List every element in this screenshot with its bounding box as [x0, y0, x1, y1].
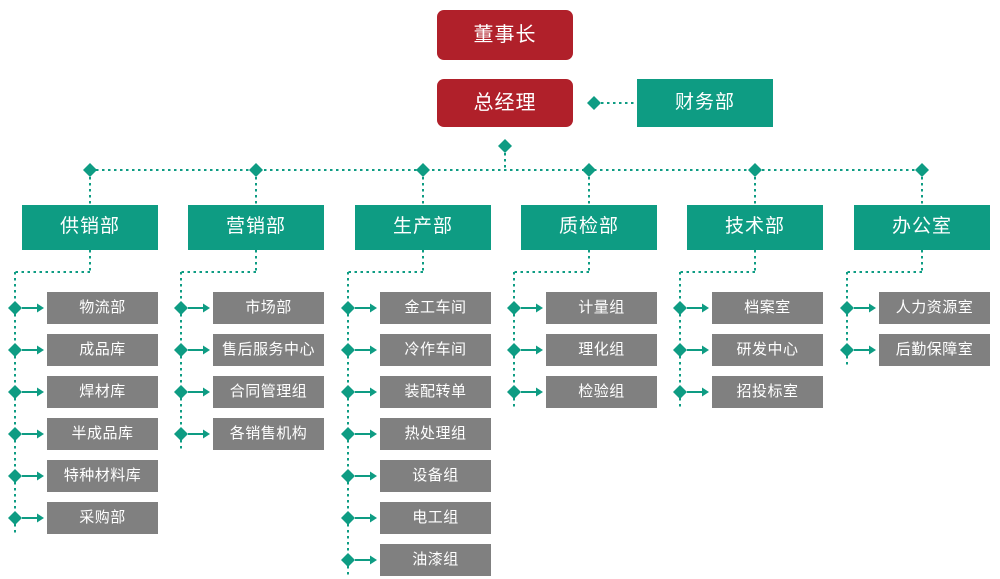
node-subitem-production-3[interactable]: 热处理组	[380, 418, 491, 450]
node-general-manager[interactable]: 总经理	[437, 79, 573, 127]
node-department-production[interactable]: 生产部	[355, 205, 491, 250]
node-subitem-production-5[interactable]: 电工组	[380, 502, 491, 534]
node-subitem-production-4[interactable]: 设备组	[380, 460, 491, 492]
node-subitem-sales-0[interactable]: 市场部	[213, 292, 324, 324]
node-subitem-supply-marketing-5[interactable]: 采购部	[47, 502, 158, 534]
node-chairman[interactable]: 董事长	[437, 10, 573, 60]
node-subitem-production-6[interactable]: 油漆组	[380, 544, 491, 576]
node-subitem-production-2[interactable]: 装配转单	[380, 376, 491, 408]
node-subitem-quality-inspection-2[interactable]: 检验组	[546, 376, 657, 408]
node-subitem-sales-1[interactable]: 售后服务中心	[213, 334, 324, 366]
node-subitem-sales-3[interactable]: 各销售机构	[213, 418, 324, 450]
node-subitem-quality-inspection-1[interactable]: 理化组	[546, 334, 657, 366]
node-department-sales[interactable]: 营销部	[188, 205, 324, 250]
node-department-office[interactable]: 办公室	[854, 205, 990, 250]
node-subitem-office-0[interactable]: 人力资源室	[879, 292, 990, 324]
node-finance-department[interactable]: 财务部	[637, 79, 773, 127]
node-department-technology[interactable]: 技术部	[687, 205, 823, 250]
node-subitem-technology-2[interactable]: 招投标室	[712, 376, 823, 408]
node-subitem-supply-marketing-2[interactable]: 焊材库	[47, 376, 158, 408]
node-department-quality-inspection[interactable]: 质检部	[521, 205, 657, 250]
node-subitem-supply-marketing-4[interactable]: 特种材料库	[47, 460, 158, 492]
node-subitem-quality-inspection-0[interactable]: 计量组	[546, 292, 657, 324]
node-subitem-sales-2[interactable]: 合同管理组	[213, 376, 324, 408]
node-subitem-technology-0[interactable]: 档案室	[712, 292, 823, 324]
node-subitem-supply-marketing-0[interactable]: 物流部	[47, 292, 158, 324]
node-subitem-technology-1[interactable]: 研发中心	[712, 334, 823, 366]
node-subitem-production-0[interactable]: 金工车间	[380, 292, 491, 324]
node-subitem-office-1[interactable]: 后勤保障室	[879, 334, 990, 366]
node-subitem-supply-marketing-3[interactable]: 半成品库	[47, 418, 158, 450]
node-subitem-supply-marketing-1[interactable]: 成品库	[47, 334, 158, 366]
node-subitem-production-1[interactable]: 冷作车间	[380, 334, 491, 366]
node-department-supply-marketing[interactable]: 供销部	[22, 205, 158, 250]
